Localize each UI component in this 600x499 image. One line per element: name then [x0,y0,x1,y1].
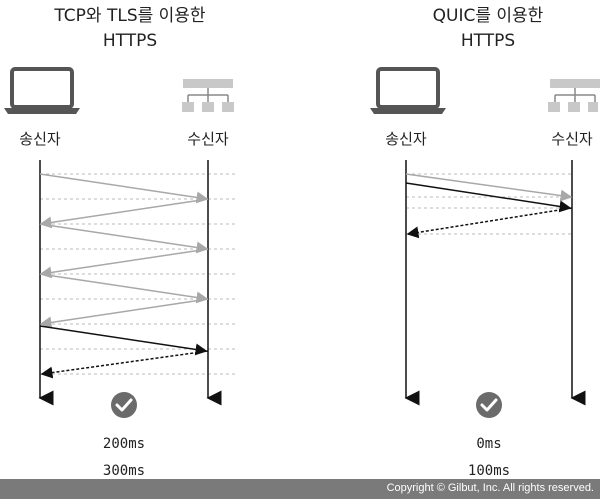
left-title: TCP와 TLS를 이용한 HTTPS [0,4,260,54]
left-guide-lines [40,173,238,375]
left-latency-first: 200ms [102,436,146,452]
left-response-arrow [40,350,209,379]
right-response-arrow [406,207,573,239]
right-request-arrow [405,182,572,213]
right-title-line2: HTTPS [460,31,516,51]
left-request-arrow [39,325,208,356]
left-sender-label: 송신자 [19,130,61,148]
right-title-line1: QUIC를 이용한 [432,6,544,26]
copyright-text: Copyright © Gilbut, Inc. All rights rese… [386,482,594,494]
left-title-line1: TCP와 TLS를 이용한 [54,6,206,26]
copyright-bar: Copyright © Gilbut, Inc. All rights rese… [0,479,600,499]
checkmark-icon [476,392,502,418]
server-network-icon [182,79,234,112]
checkmark-icon [111,392,137,418]
server-network-icon [548,79,600,112]
left-latency-repeat: 300ms [102,463,146,479]
laptop-icon [370,67,446,114]
right-title: QUIC를 이용한 HTTPS [358,4,600,54]
left-receiver-label: 수신자 [187,130,229,148]
right-guide-lines [406,173,572,235]
left-handshake-arrows [39,173,209,329]
laptop-icon [4,67,80,114]
right-receiver-label: 수신자 [551,130,593,148]
right-handshake-arrow [405,173,573,202]
right-latency-first: 0ms [476,436,502,452]
right-sender-label: 송신자 [385,130,427,148]
right-latency-repeat: 100ms [467,463,511,479]
left-title-line2: HTTPS [102,31,158,51]
